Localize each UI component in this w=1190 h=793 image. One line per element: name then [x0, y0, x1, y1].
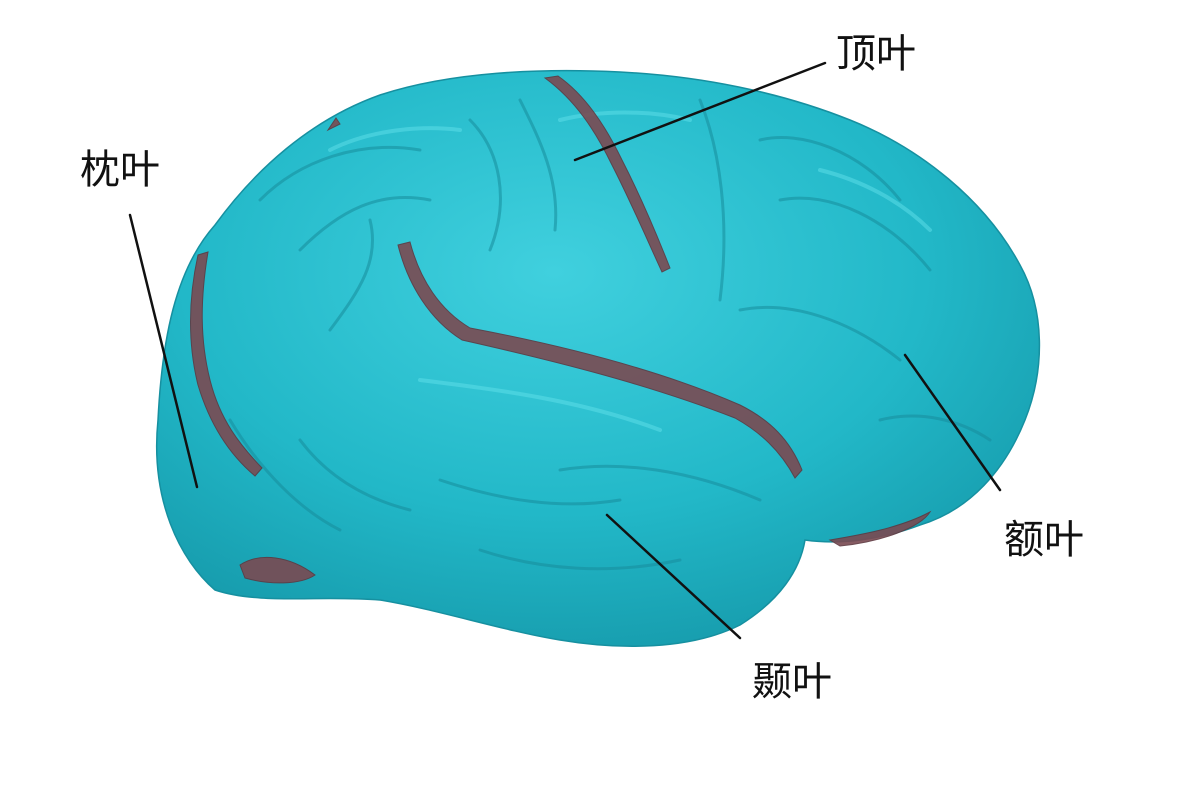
leader-line-frontal [903, 353, 1002, 492]
gyri-folds [228, 98, 992, 571]
label-parietal-lobe: 顶叶 [836, 31, 916, 77]
label-temporal-lobe: 颞叶 [752, 659, 832, 705]
leader-line-parietal [573, 61, 827, 162]
leader-line-occipital [128, 213, 199, 489]
sulci [190, 75, 932, 584]
surface-highlights [328, 110, 932, 432]
frontal-base-sulcus [828, 510, 932, 547]
inferior-sulcus [239, 556, 316, 584]
lateral-sulcus [397, 241, 803, 479]
label-frontal-lobe: 额叶 [1004, 517, 1084, 563]
top-notch [326, 117, 341, 132]
occipital-sulcus [190, 251, 263, 477]
central-sulcus [543, 75, 671, 273]
label-occipital-lobe: 枕叶 [80, 147, 160, 193]
leader-line-temporal [605, 513, 742, 640]
leader-lines [128, 61, 1002, 640]
